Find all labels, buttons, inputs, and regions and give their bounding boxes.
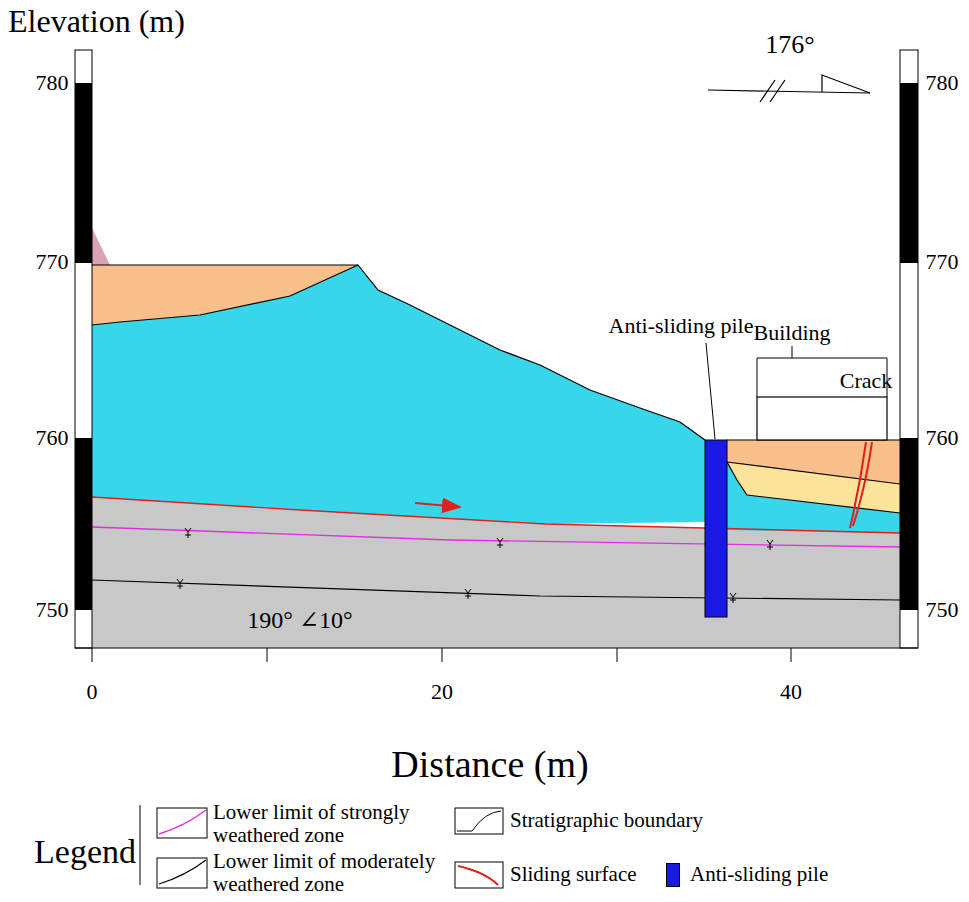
label-text: 20 xyxy=(431,680,453,704)
label-text: Legend xyxy=(34,833,136,870)
label-text: Building xyxy=(753,321,830,345)
legend-text: Lower limit of moderately weathered zone xyxy=(213,850,473,896)
legend-text: Anti-sliding pile xyxy=(690,863,828,886)
label-text: Anti-sliding pile xyxy=(609,314,754,338)
label-text: 780 xyxy=(36,71,69,95)
label-text: 40 xyxy=(780,680,802,704)
legend-text: Lower limit of strongly weathered zone xyxy=(213,801,453,847)
legend-text: Stratigraphic boundary xyxy=(510,809,703,832)
label-text: 760 xyxy=(926,426,959,450)
label-text: 770 xyxy=(926,250,959,274)
label-text: 750 xyxy=(36,598,69,622)
legend-swatch xyxy=(666,863,680,887)
label-text: 770 xyxy=(36,250,69,274)
label-text: Distance (m) xyxy=(391,744,588,786)
label-text: Crack xyxy=(840,369,893,393)
label-text: 176° xyxy=(765,31,814,60)
label-text: 760 xyxy=(36,426,69,450)
label-text: Elevation (m) xyxy=(8,4,185,39)
label-text: 190° ∠10° xyxy=(247,607,352,633)
label-text: 780 xyxy=(926,71,959,95)
label-text: 750 xyxy=(926,598,959,622)
legend-text: Sliding surface xyxy=(510,863,637,886)
label-text: 0 xyxy=(87,680,98,704)
